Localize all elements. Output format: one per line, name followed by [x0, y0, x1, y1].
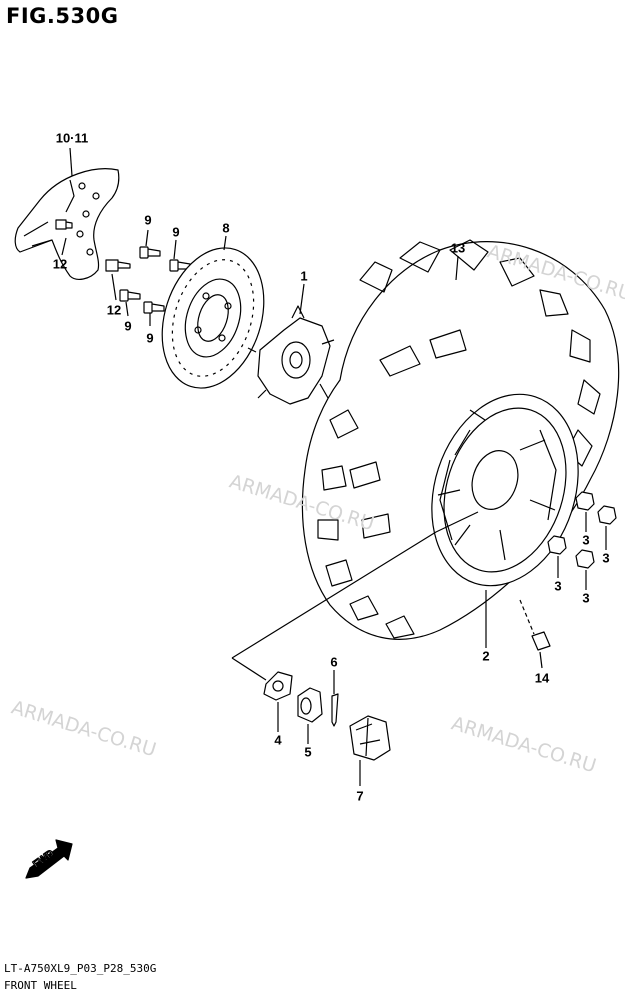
callout-3: 3 — [582, 590, 590, 606]
fwd-arrow-icon: FWD — [25, 839, 73, 879]
bolt-9-d — [143, 301, 165, 314]
callout-4: 4 — [274, 732, 282, 748]
callout-12: 12 — [52, 256, 68, 272]
callout-14: 14 — [534, 670, 550, 686]
callout-7: 7 — [356, 788, 364, 804]
bolt-12-lower — [105, 259, 131, 272]
cotter-pin-part — [331, 693, 339, 727]
callout-8: 8 — [222, 220, 230, 236]
callout-13: 13 — [450, 240, 466, 256]
hub-nut-part — [297, 687, 323, 723]
callout-10-11: 10·11 — [55, 130, 89, 146]
bolt-9-c — [119, 289, 141, 302]
callout-9: 9 — [144, 212, 152, 228]
figure-title: FIG.530G — [6, 4, 119, 28]
callout-12: 12 — [106, 302, 122, 318]
valve-part — [519, 599, 551, 651]
callout-5: 5 — [304, 744, 312, 760]
wheel-nut-3-c — [547, 535, 567, 555]
wheel-nut-3-b — [597, 505, 617, 525]
callout-6: 6 — [330, 654, 338, 670]
washer-part — [263, 671, 293, 701]
callout-3: 3 — [582, 532, 590, 548]
hub-cap-part — [349, 715, 391, 761]
disc-guard-part — [14, 168, 120, 280]
bolt-12-upper — [55, 219, 73, 230]
wheel-hub-part — [247, 305, 335, 405]
wheel-nut-3-a — [575, 491, 595, 511]
bolt-9-a — [139, 246, 161, 259]
brake-disc-part — [161, 247, 265, 389]
callout-9: 9 — [146, 330, 154, 346]
callout-3: 3 — [554, 578, 562, 594]
callout-9: 9 — [124, 318, 132, 334]
figure-code: LT-A750XL9_P03_P28_530G — [4, 962, 157, 975]
wheel-nut-3-d — [575, 549, 595, 569]
callout-1: 1 — [300, 268, 308, 284]
callout-9: 9 — [172, 224, 180, 240]
callout-3: 3 — [602, 550, 610, 566]
rim-part — [431, 393, 579, 587]
callout-2: 2 — [482, 648, 490, 664]
figure-name: FRONT WHEEL — [4, 979, 77, 992]
